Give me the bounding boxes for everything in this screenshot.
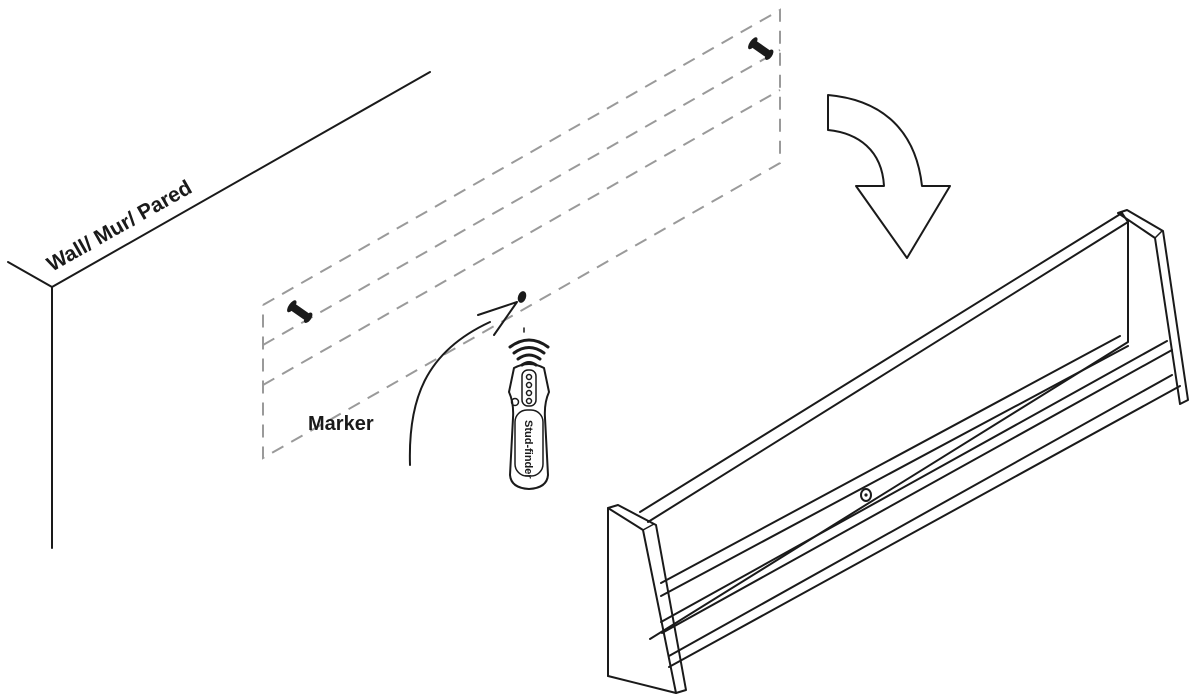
wall-screw-left <box>287 300 313 323</box>
wall-corner <box>7 71 431 549</box>
marker-label: Marker <box>308 413 374 435</box>
mounting-area-outline <box>262 8 781 460</box>
stud-mark-dot <box>517 291 527 303</box>
shelf-mounting-hole <box>860 488 872 502</box>
marker-arrow <box>408 301 518 466</box>
stud-finder-device: Stud-finder <box>508 327 550 490</box>
wall-screw-right <box>748 37 774 60</box>
shelf-unit <box>607 209 1189 694</box>
down-arrow <box>827 94 951 259</box>
stud-finder-label: Stud-finder <box>522 420 534 479</box>
wall-label: Wall/ Mur/ Pared <box>43 176 196 276</box>
signal-waves-icon <box>508 338 550 367</box>
